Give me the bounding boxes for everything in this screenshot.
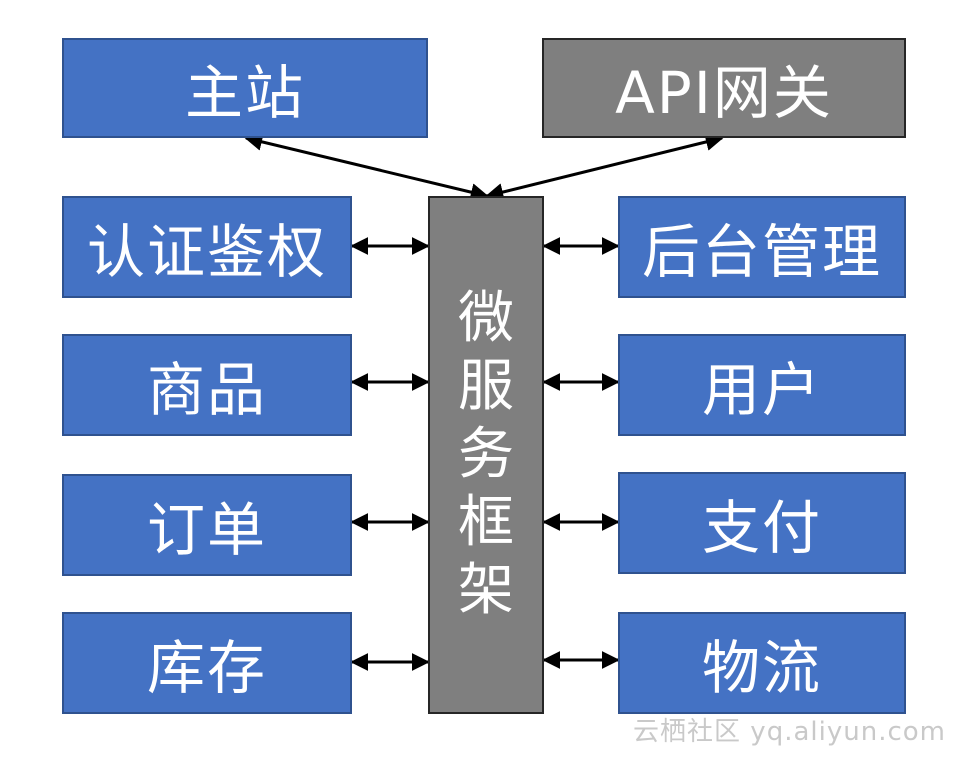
api-gateway-box: API网关 (542, 38, 906, 138)
module-admin: 后台管理 (618, 196, 906, 298)
api-gateway-label: API网关 (615, 59, 833, 127)
framework-char: 微 (458, 286, 514, 351)
module-label: 支付 (701, 494, 822, 562)
module-label: 后台管理 (641, 218, 882, 286)
module-auth: 认证鉴权 (62, 196, 352, 298)
watermark: 云栖社区 yq.aliyun.com (633, 717, 946, 747)
framework-char: 服 (458, 354, 514, 419)
module-order: 订单 (62, 474, 352, 576)
module-user: 用户 (618, 334, 906, 436)
module-label: 物流 (701, 634, 822, 702)
module-label: 认证鉴权 (86, 218, 327, 286)
module-label: 商品 (146, 356, 267, 424)
module-label: 订单 (146, 496, 267, 564)
module-label: 用户 (701, 356, 822, 424)
module-logistics: 物流 (618, 612, 906, 714)
main-site-connector (244, 133, 489, 201)
module-label: 库存 (146, 634, 267, 702)
module-product: 商品 (62, 334, 352, 436)
module-inventory: 库存 (62, 612, 352, 714)
main-site-box: 主站 (62, 38, 428, 138)
microservice-framework-box: 微 服 务 框 架 (428, 196, 544, 714)
framework-char: 框 (458, 490, 514, 555)
framework-char: 务 (458, 422, 514, 487)
api-gateway-connector (485, 133, 724, 201)
framework-char: 架 (458, 558, 514, 623)
module-payment: 支付 (618, 472, 906, 574)
main-site-label: 主站 (184, 59, 305, 127)
